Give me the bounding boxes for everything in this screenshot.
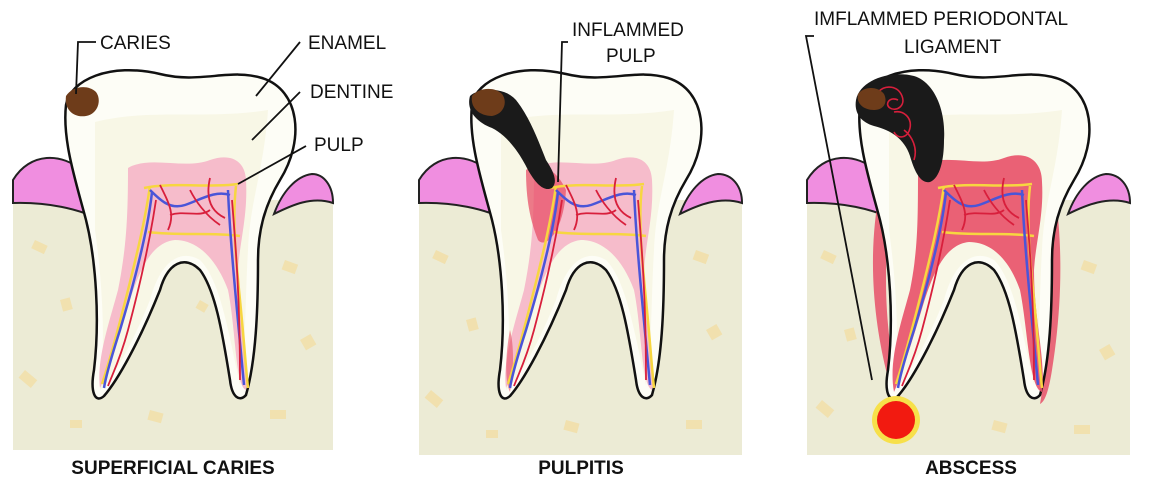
panel-superficial-caries: CARIES ENAMEL DENTINE PULP SUPERFICIAL C…	[13, 33, 393, 479]
abscess	[877, 401, 915, 439]
inflamed-pulp-label-line2: PULP	[606, 46, 656, 67]
caption-superficial-caries: SUPERFICIAL CARIES	[71, 458, 274, 479]
periodontal-label-line1: IMFLAMMED PERIODONTAL	[814, 9, 1068, 30]
inflamed-pulp-label-line1: INFLAMMED	[572, 20, 684, 41]
dentine-label: DENTINE	[310, 82, 393, 103]
panel-abscess: IMFLAMMED PERIODONTAL LIGAMENT ABSCESS	[806, 9, 1130, 479]
caries-label: CARIES	[100, 33, 171, 54]
caption-abscess: ABSCESS	[925, 458, 1017, 479]
caption-pulpitis: PULPITIS	[538, 458, 624, 479]
enamel-label: ENAMEL	[308, 33, 386, 54]
pulp-label: PULP	[314, 135, 364, 156]
periodontal-label-line2: LIGAMENT	[904, 37, 1002, 58]
caries-spot-1	[66, 87, 99, 116]
panel-pulpitis: INFLAMMED PULP PULPITIS	[419, 20, 742, 479]
